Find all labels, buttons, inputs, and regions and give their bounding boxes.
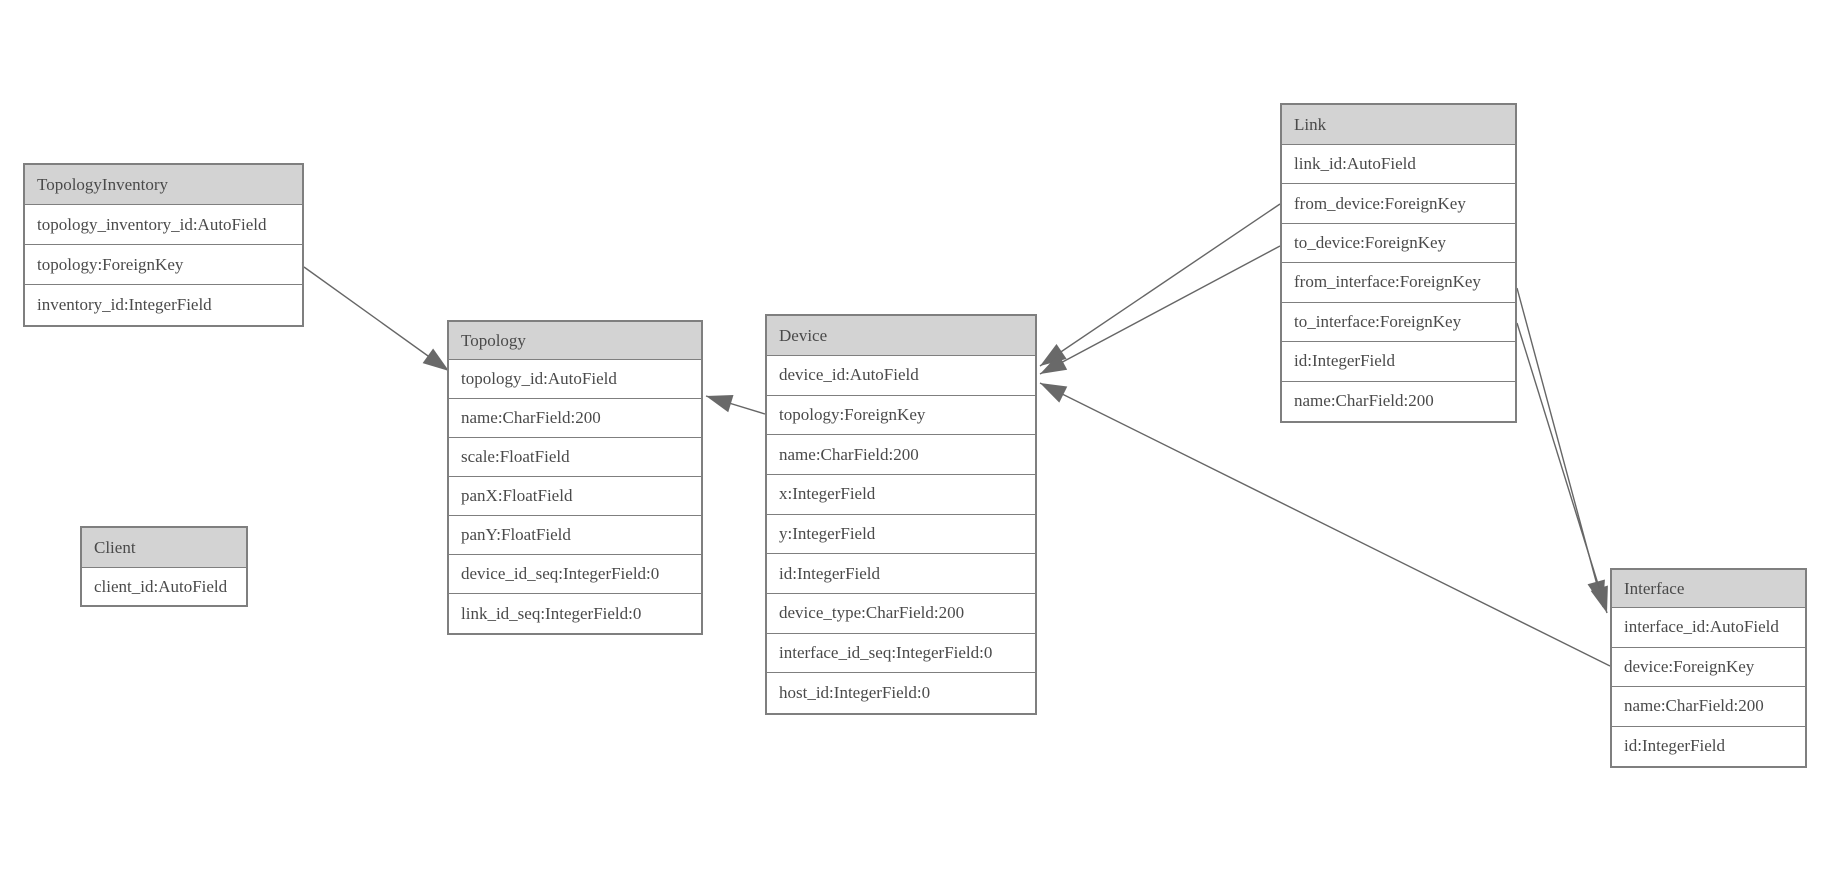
- entity-header-device: Device: [767, 316, 1035, 356]
- relation-line-link-from_device: [1039, 203, 1281, 367]
- entity-field: topology:ForeignKey: [25, 245, 302, 285]
- entity-field: link_id:AutoField: [1282, 145, 1515, 185]
- entity-header-interface: Interface: [1612, 570, 1805, 608]
- relation-line-link-from_interface: [1516, 287, 1605, 608]
- entity-header-topologyinventory: TopologyInventory: [25, 165, 302, 205]
- relation-line-interface-device: [1039, 382, 1611, 667]
- entity-field: panX:FloatField: [449, 477, 701, 516]
- entity-field: link_id_seq:IntegerField:0: [461, 603, 642, 623]
- entity-field: name:CharField:200: [767, 435, 1035, 475]
- entity-field: id:IntegerField: [1624, 736, 1726, 756]
- entity-field: inventory_id:IntegerField: [37, 295, 212, 314]
- entity-field: topology:ForeignKey: [767, 396, 1035, 436]
- entity-field: name:CharField:200: [1612, 687, 1805, 727]
- entity-field: interface_id:AutoField: [1612, 608, 1805, 648]
- entity-field: device_id_seq:IntegerField:0: [449, 555, 701, 594]
- entity-field: topology_id:AutoField: [449, 360, 701, 399]
- entity-field: interface_id_seq:IntegerField:0: [767, 634, 1035, 674]
- entity-field: to_interface:ForeignKey: [1282, 303, 1515, 343]
- entity-client: Client client_id:AutoField: [80, 526, 248, 607]
- relation-line-link-to_device: [1039, 245, 1281, 375]
- relation-line-topologyinventory-topology: [303, 266, 450, 372]
- entity-field: scale:FloatField: [449, 438, 701, 477]
- entity-header-topology: Topology: [449, 322, 701, 360]
- relation-line-link-to_interface: [1516, 322, 1608, 614]
- entity-field: from_device:ForeignKey: [1282, 184, 1515, 224]
- entity-field: from_interface:ForeignKey: [1282, 263, 1515, 303]
- entity-field: name:CharField:200: [1294, 391, 1434, 411]
- entity-header-client: Client: [82, 528, 246, 568]
- entity-field: topology_inventory_id:AutoField: [25, 205, 302, 245]
- entity-field: x:IntegerField: [767, 475, 1035, 515]
- entity-field: name:CharField:200: [449, 399, 701, 438]
- entity-field: id:IntegerField: [1282, 342, 1515, 382]
- entity-field: client_id:AutoField: [94, 576, 228, 596]
- entity-field: y:IntegerField: [767, 515, 1035, 555]
- entity-field: panY:FloatField: [449, 516, 701, 555]
- entity-field: host_id:IntegerField:0: [779, 683, 931, 703]
- entity-field: device:ForeignKey: [1612, 648, 1805, 687]
- entity-field: id:IntegerField: [767, 554, 1035, 594]
- relation-line-device-topology: [705, 394, 766, 415]
- entity-field: to_device:ForeignKey: [1282, 224, 1515, 264]
- entity-header-link: Link: [1282, 105, 1515, 145]
- entity-field: device_id:AutoField: [767, 356, 1035, 396]
- entity-field: device_type:CharField:200: [767, 594, 1035, 634]
